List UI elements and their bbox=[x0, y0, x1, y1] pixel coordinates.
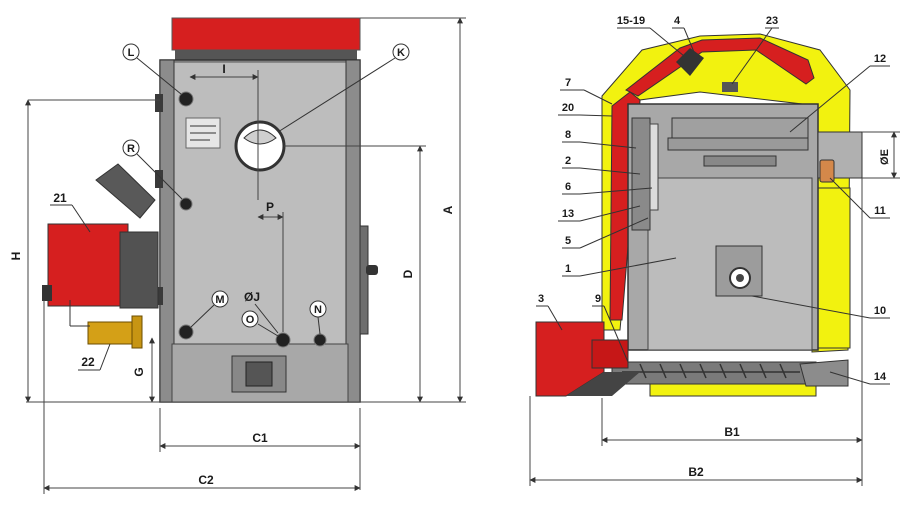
front-left-slots bbox=[155, 170, 163, 188]
svg-text:12: 12 bbox=[874, 53, 886, 65]
burner-housing bbox=[47, 223, 129, 307]
side-sensor-23 bbox=[722, 82, 738, 92]
side-base-yellow bbox=[649, 383, 817, 397]
front-top-cover bbox=[171, 17, 361, 51]
svg-text:M: M bbox=[215, 294, 224, 306]
callout-O: O bbox=[241, 310, 279, 337]
callout-R: R bbox=[122, 139, 183, 200]
side-callout-1: 1 bbox=[562, 257, 677, 277]
side-callout-10: 10 bbox=[751, 295, 890, 319]
svg-text:23: 23 bbox=[766, 15, 778, 27]
connection-N-port bbox=[313, 333, 327, 347]
side-callout-12: 12 bbox=[789, 53, 890, 133]
callout-22-label: 22 bbox=[81, 355, 95, 369]
callout-N: N bbox=[309, 300, 327, 335]
connection-K-flue-inner bbox=[243, 129, 277, 145]
callout-K: K bbox=[277, 43, 410, 133]
connection-K-flue-outer bbox=[234, 120, 286, 172]
side-callout-15-19: 15-19 bbox=[617, 15, 685, 57]
dim-G-label: G bbox=[132, 367, 146, 376]
front-inner-panel bbox=[173, 61, 347, 345]
side-callout-13: 13 bbox=[558, 205, 641, 222]
dim-H-label: H bbox=[9, 252, 23, 261]
dim-J-label: ØJ bbox=[244, 290, 260, 304]
svg-text:O: O bbox=[246, 314, 255, 326]
side-vertical-divider bbox=[649, 123, 659, 211]
svg-text:R: R bbox=[127, 143, 135, 155]
side-inspection-lens-center bbox=[736, 274, 744, 282]
side-callout-9: 9 bbox=[592, 293, 629, 363]
svg-text:9: 9 bbox=[595, 293, 601, 305]
callout-M: M bbox=[190, 290, 229, 328]
burner-front-face bbox=[119, 231, 159, 309]
svg-text:2: 2 bbox=[565, 155, 571, 167]
dim-P-label: P bbox=[266, 200, 274, 214]
side-callout-3: 3 bbox=[536, 293, 563, 331]
front-right-handle bbox=[366, 265, 378, 275]
dim-B1-label: B1 bbox=[724, 425, 740, 439]
side-callout-5: 5 bbox=[562, 217, 649, 249]
dim-C2-label: C2 bbox=[198, 473, 214, 487]
side-callout-6: 6 bbox=[562, 181, 653, 195]
side-callout-7: 7 bbox=[560, 77, 613, 105]
side-thermostat-11 bbox=[819, 159, 835, 183]
dim-C1-label: C1 bbox=[252, 431, 268, 445]
burner-plug bbox=[42, 285, 52, 301]
svg-text:13: 13 bbox=[562, 208, 574, 220]
front-cleaning-hatch bbox=[245, 361, 273, 387]
svg-text:L: L bbox=[128, 47, 135, 59]
connection-R-port bbox=[179, 197, 193, 211]
svg-text:4: 4 bbox=[674, 15, 681, 27]
side-callout-8: 8 bbox=[562, 129, 637, 149]
side-auger-screw bbox=[622, 363, 800, 379]
svg-text:5: 5 bbox=[565, 235, 571, 247]
side-callout-4: 4 bbox=[672, 15, 695, 53]
front-left-slots bbox=[155, 94, 163, 112]
dim-B2-label: B2 bbox=[688, 465, 704, 479]
valve-fitting bbox=[131, 315, 143, 349]
side-callout-23: 23 bbox=[731, 15, 779, 85]
side-callout-20: 20 bbox=[558, 102, 613, 117]
svg-text:1: 1 bbox=[565, 263, 571, 275]
front-view: I P ØJ L R K M O bbox=[9, 17, 466, 494]
front-top-shadow bbox=[175, 50, 357, 60]
connection-L-port bbox=[178, 91, 194, 107]
valve-body bbox=[87, 321, 133, 345]
svg-text:7: 7 bbox=[565, 77, 571, 89]
front-right-hinge-panel bbox=[359, 225, 369, 335]
dim-E-label: ØE bbox=[879, 149, 891, 165]
side-baffle bbox=[703, 155, 777, 167]
side-feeder-tube bbox=[611, 361, 817, 385]
side-view: 15-19 4 23 7 20 8 2 bbox=[529, 15, 900, 486]
svg-text:K: K bbox=[397, 47, 405, 59]
svg-text:10: 10 bbox=[874, 305, 886, 317]
callout-21-label: 21 bbox=[53, 191, 67, 205]
side-callout-14: 14 bbox=[829, 371, 890, 385]
connection-M-port bbox=[178, 324, 194, 340]
dim-D-label: D bbox=[401, 269, 415, 278]
dim-A-label: A bbox=[441, 205, 455, 214]
svg-text:11: 11 bbox=[874, 205, 886, 217]
svg-text:14: 14 bbox=[874, 371, 887, 383]
burner-feed-pipe bbox=[95, 163, 156, 219]
svg-text:8: 8 bbox=[565, 129, 571, 141]
svg-text:15-19: 15-19 bbox=[617, 15, 645, 27]
dim-I-label: I bbox=[222, 62, 225, 76]
callout-L: L bbox=[122, 43, 182, 95]
side-inner-plate bbox=[631, 117, 651, 231]
side-ash-tray-14 bbox=[799, 359, 849, 387]
side-feeder-chute bbox=[566, 372, 640, 396]
side-callout-2: 2 bbox=[562, 155, 641, 175]
svg-text:6: 6 bbox=[565, 181, 571, 193]
svg-text:N: N bbox=[314, 304, 322, 316]
connection-O-port bbox=[275, 332, 291, 348]
side-turbulator bbox=[667, 137, 809, 151]
side-feeder-motor-face bbox=[591, 339, 629, 369]
front-left-slots bbox=[155, 287, 163, 305]
svg-text:20: 20 bbox=[562, 102, 574, 114]
svg-text:3: 3 bbox=[538, 293, 544, 305]
side-callout-11: 11 bbox=[829, 177, 890, 219]
